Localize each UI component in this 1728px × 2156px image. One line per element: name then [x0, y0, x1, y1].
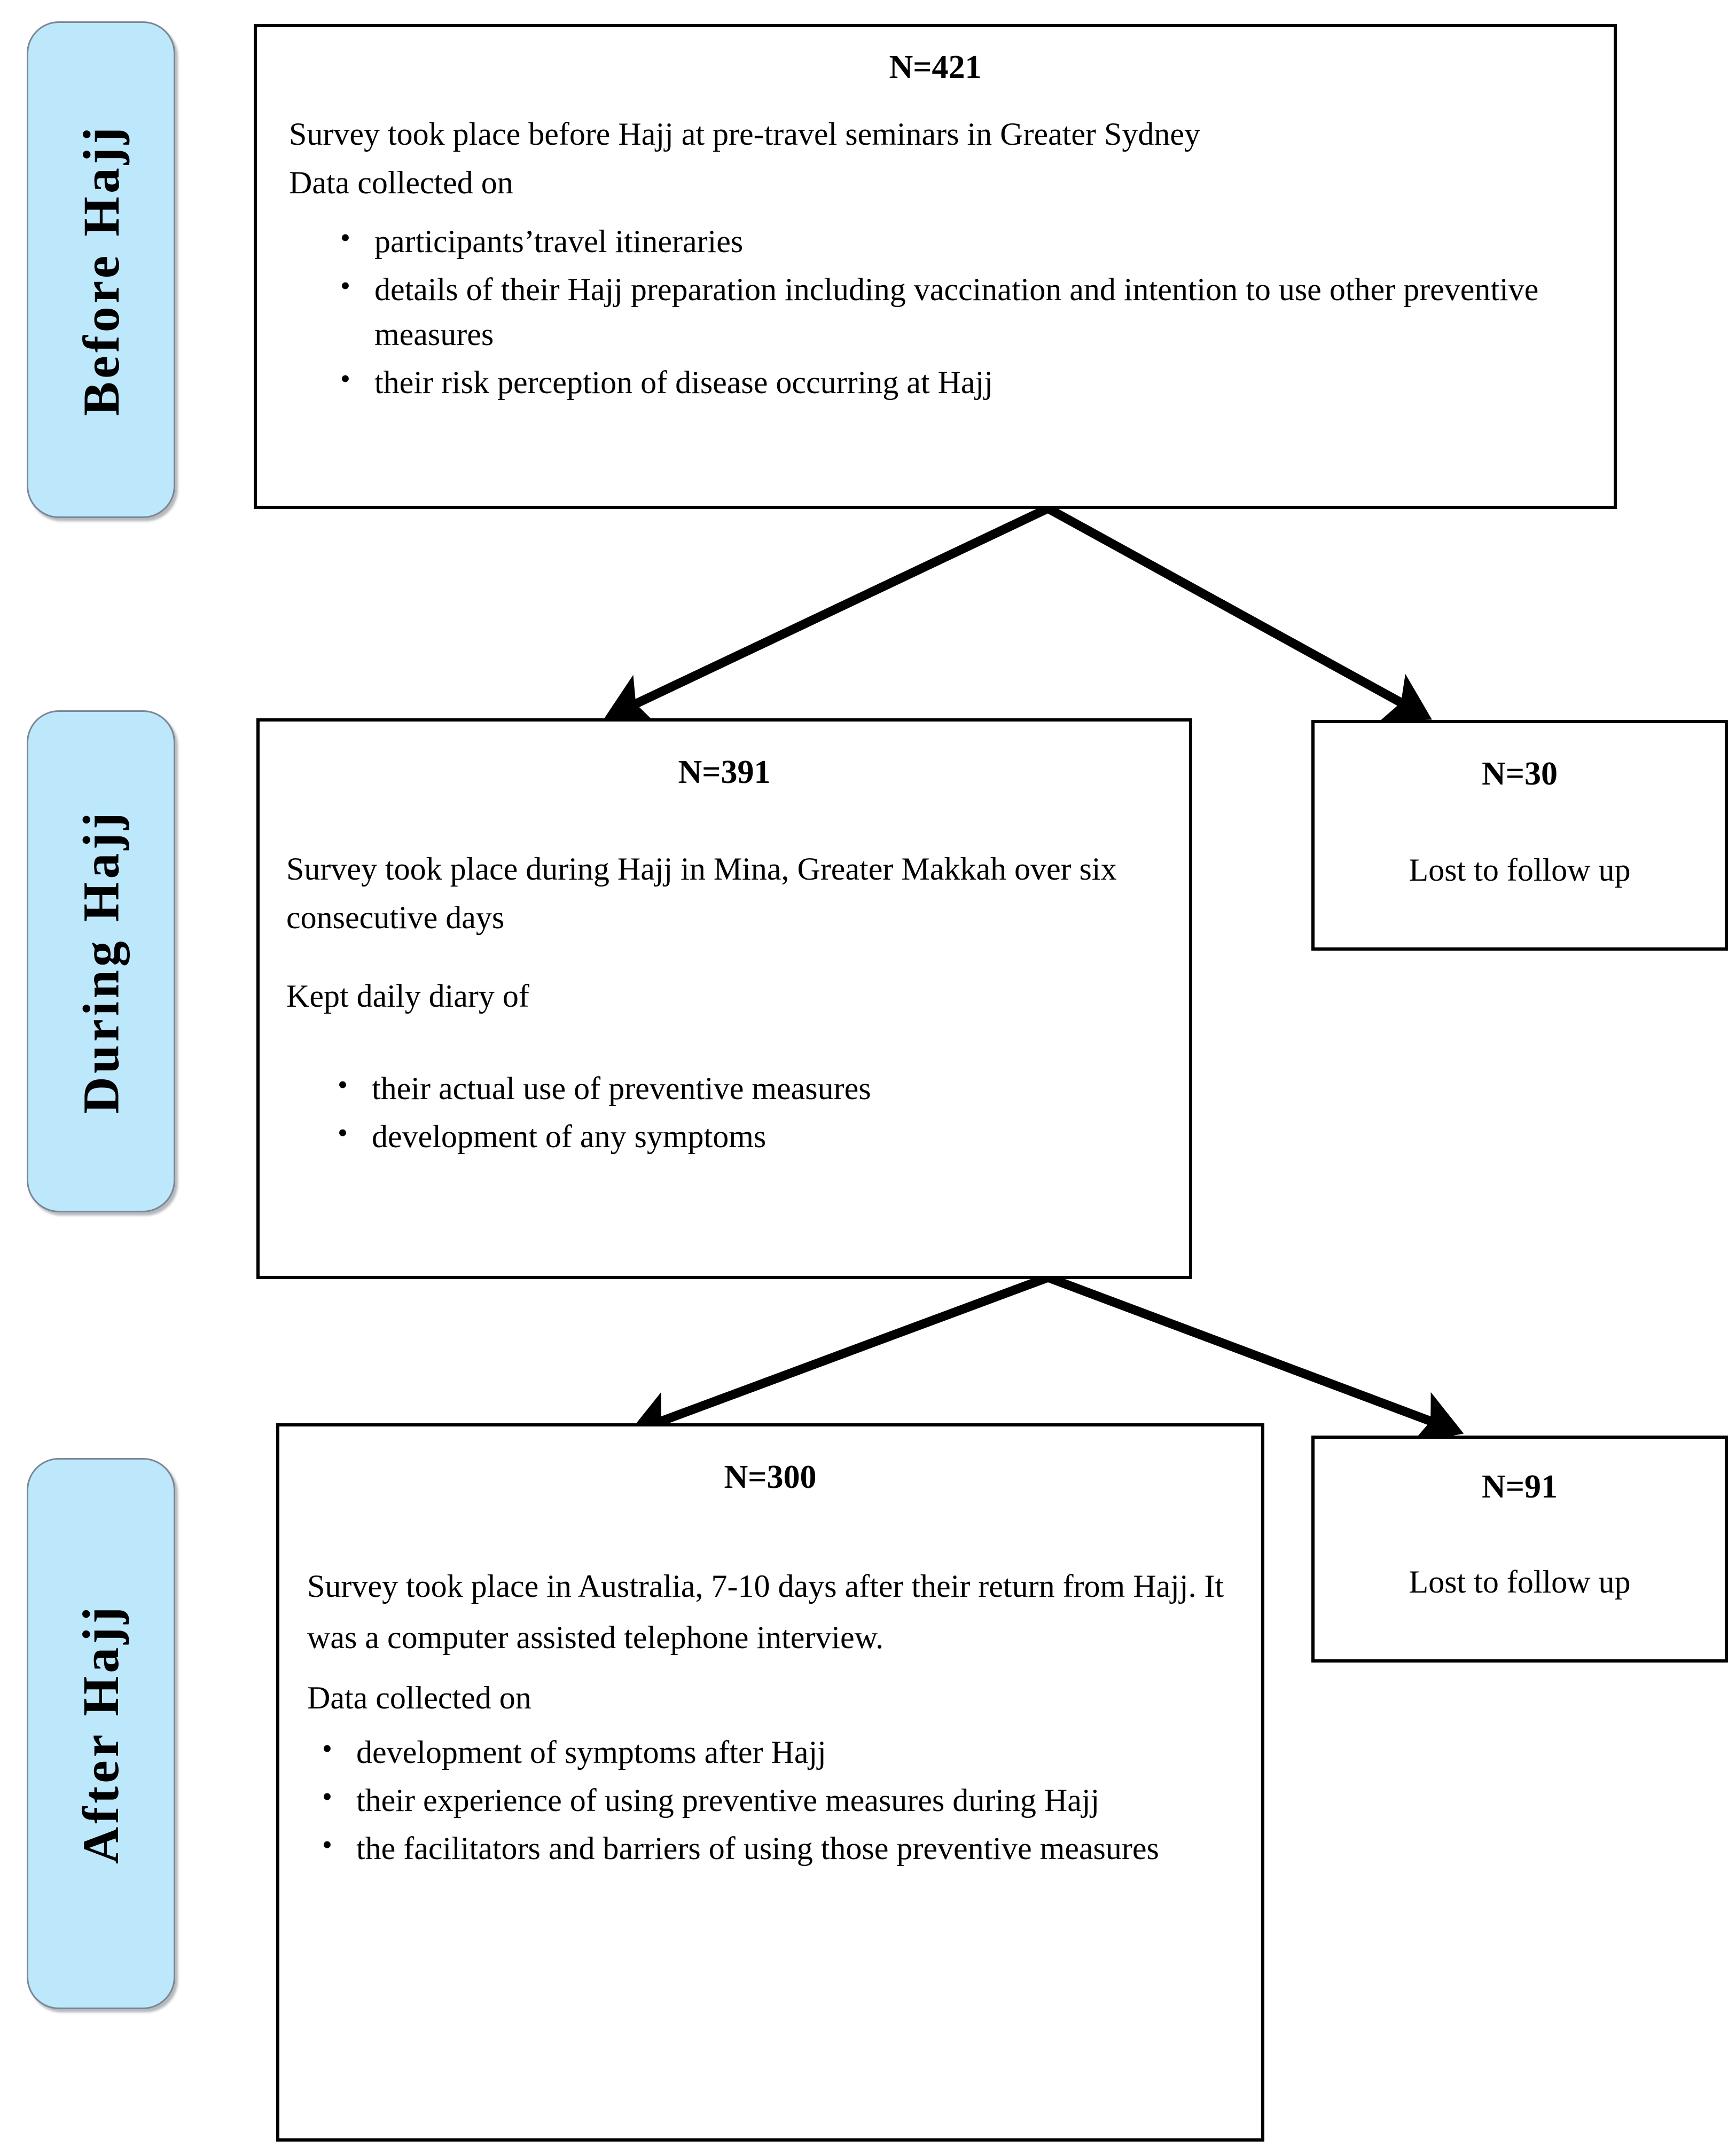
arrow-before-to-lost30 [1045, 504, 1432, 722]
stage-label-after-hajj: After Hajj [27, 1458, 175, 2009]
stage-label-before-hajj-text: Before Hajj [72, 123, 130, 416]
box-during-hajj-paragraph: Survey took place during Hajj in Mina, G… [286, 851, 1117, 936]
stage-label-after-hajj-text: After Hajj [72, 1603, 130, 1864]
stage-label-during-hajj-text: During Hajj [72, 809, 130, 1114]
arrow-during-to-lost91 [1046, 1273, 1464, 1444]
box-lost-to-follow-up-91-count: N=91 [1481, 1469, 1558, 1505]
arrow-before-to-during [604, 504, 1050, 724]
box-before-hajj-paragraph: Survey took place before Hajj at pre-tra… [289, 116, 1201, 152]
stage-label-during-hajj: During Hajj [27, 710, 175, 1212]
list-item: the facilitators and barriers of using t… [322, 1825, 1233, 1871]
box-lost-to-follow-up-91-text: Lost to follow up [1409, 1564, 1631, 1600]
box-after-hajj-bullets: development of symptoms after Hajj their… [307, 1729, 1233, 1871]
box-before-hajj-count: N=421 [889, 49, 982, 85]
list-item: their risk perception of disease occurri… [340, 359, 1582, 405]
list-item: development of any symptoms [338, 1113, 1162, 1159]
list-item: development of symptoms after Hajj [322, 1729, 1233, 1775]
box-during-hajj-count: N=391 [678, 754, 771, 790]
box-during-hajj: N=391 Survey took place during Hajj in M… [256, 718, 1192, 1279]
list-item: their experience of using preventive mea… [322, 1777, 1233, 1823]
box-after-hajj-paragraph: Survey took place in Australia, 7-10 day… [307, 1569, 1224, 1655]
box-lost-to-follow-up-30: N=30 Lost to follow up [1311, 720, 1728, 951]
box-during-hajj-bullets: their actual use of preventive measures … [286, 1065, 1162, 1159]
list-item: their actual use of preventive measures [338, 1065, 1162, 1111]
list-item: details of their Hajj preparation includ… [340, 266, 1582, 357]
box-after-hajj-lead: Data collected on [307, 1680, 531, 1715]
box-lost-to-follow-up-30-text: Lost to follow up [1409, 852, 1631, 888]
box-before-hajj: N=421 Survey took place before Hajj at p… [254, 24, 1617, 509]
box-lost-to-follow-up-30-count: N=30 [1481, 756, 1558, 792]
box-during-hajj-lead: Kept daily diary of [286, 978, 529, 1014]
list-item: participants’travel itineraries [340, 218, 1582, 264]
box-after-hajj: N=300 Survey took place in Australia, 7-… [276, 1423, 1264, 2142]
box-after-hajj-count: N=300 [724, 1459, 817, 1495]
box-before-hajj-bullets: participants’travel itineraries details … [289, 218, 1582, 405]
box-before-hajj-lead: Data collected on [289, 165, 513, 201]
arrow-during-to-after [628, 1273, 1050, 1444]
box-lost-to-follow-up-91: N=91 Lost to follow up [1311, 1436, 1728, 1663]
stage-label-before-hajj: Before Hajj [27, 21, 175, 518]
